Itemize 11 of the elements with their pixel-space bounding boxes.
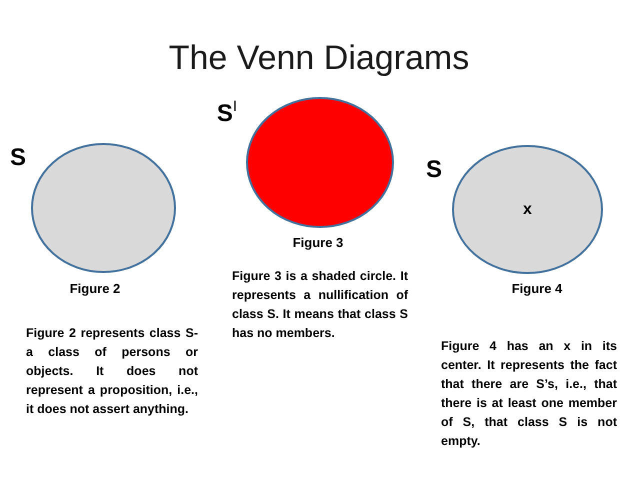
class-label: S bbox=[10, 145, 26, 171]
description-paragraph: Figure 4 has an x in its center. It represents the fact that there are S’s, i.e., that there is at least one member of S, that class S is not empty. bbox=[441, 338, 617, 450]
member-mark: x bbox=[523, 200, 532, 218]
figure-caption: Figure 2 bbox=[68, 280, 122, 297]
description-paragraph: Figure 3 is a shaded circle. It represents a nullification of class S. It means that class S has no members. bbox=[232, 268, 408, 342]
figure-caption: Figure 3 bbox=[292, 234, 344, 251]
figure-caption: Figure 4 bbox=[510, 280, 564, 297]
class-label: S bbox=[426, 157, 442, 183]
description-paragraph: Figure 2 represents class S- a class of persons or objects. It does not represent a proposition, i.e., it does not assert anything. bbox=[26, 325, 198, 418]
title: The Venn Diagrams bbox=[168, 38, 470, 78]
class-label: S$^{I}$ bbox=[216, 101, 237, 127]
